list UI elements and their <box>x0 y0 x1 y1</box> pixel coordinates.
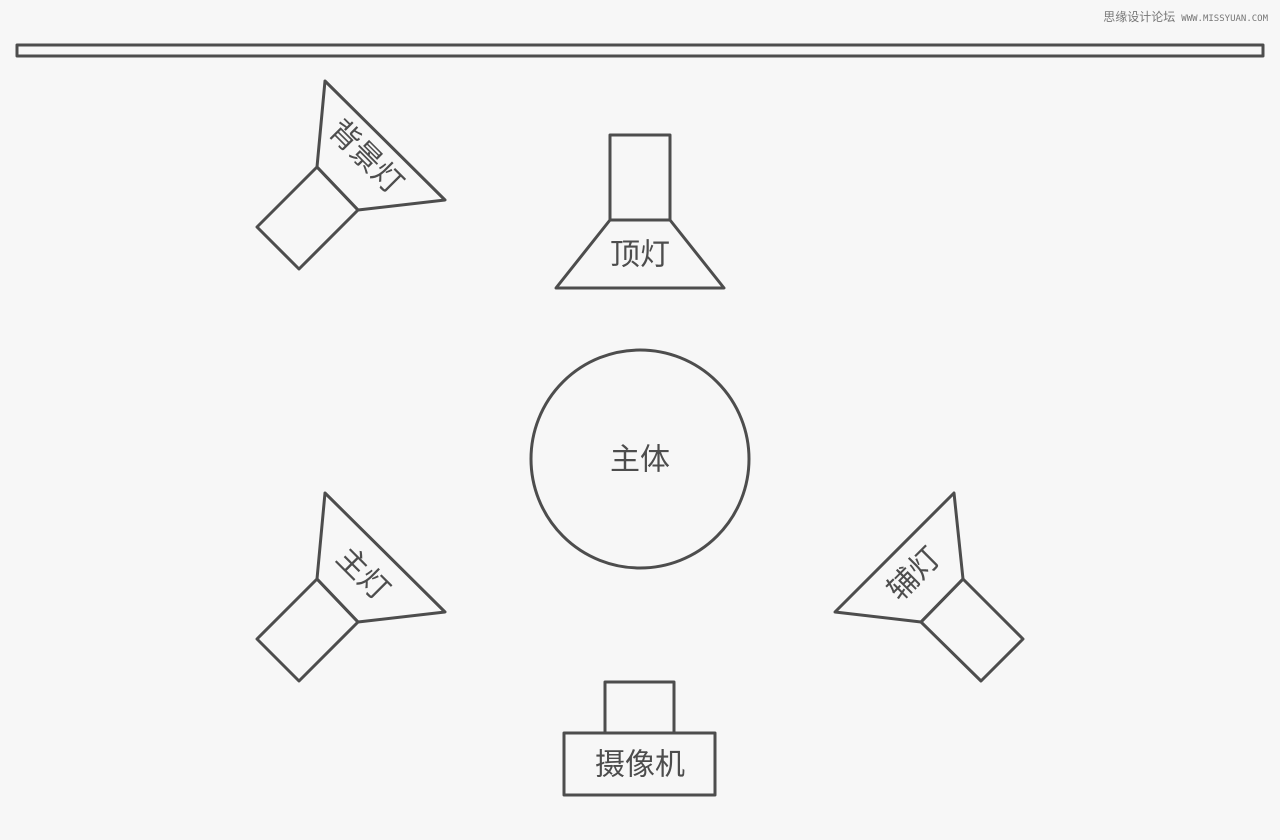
fill-light-body <box>919 577 1025 683</box>
watermark-site-name: 思缘设计论坛 <box>1103 10 1176 24</box>
background-light-body <box>255 165 360 271</box>
fill-light: 辅灯 <box>833 491 1025 683</box>
top-light-reflector <box>554 218 726 290</box>
watermark: 思缘设计论坛 WWW.MISSYUAN.COM <box>1103 8 1268 25</box>
watermark-url: WWW.MISSYUAN.COM <box>1181 14 1268 24</box>
key-light: 主灯 <box>255 491 447 683</box>
top-light-label: 顶灯 <box>610 238 670 273</box>
camera-label: 摄像机 <box>595 748 685 783</box>
subject: 主体 <box>529 348 751 570</box>
camera-body <box>562 731 717 797</box>
top-light-body <box>608 133 672 222</box>
background-light-label: 背景灯 <box>322 113 410 201</box>
background-light: 背景灯 <box>255 79 447 271</box>
fill-light-label: 辅灯 <box>881 541 948 608</box>
camera: 摄像机 <box>562 680 717 797</box>
subject-label: 主体 <box>610 443 670 478</box>
top-light: 顶灯 <box>554 133 726 290</box>
subject-circle <box>529 348 751 570</box>
key-light-body <box>255 577 360 683</box>
key-light-label: 主灯 <box>329 541 396 608</box>
background-wall <box>15 43 1265 58</box>
camera-lens <box>603 680 676 735</box>
